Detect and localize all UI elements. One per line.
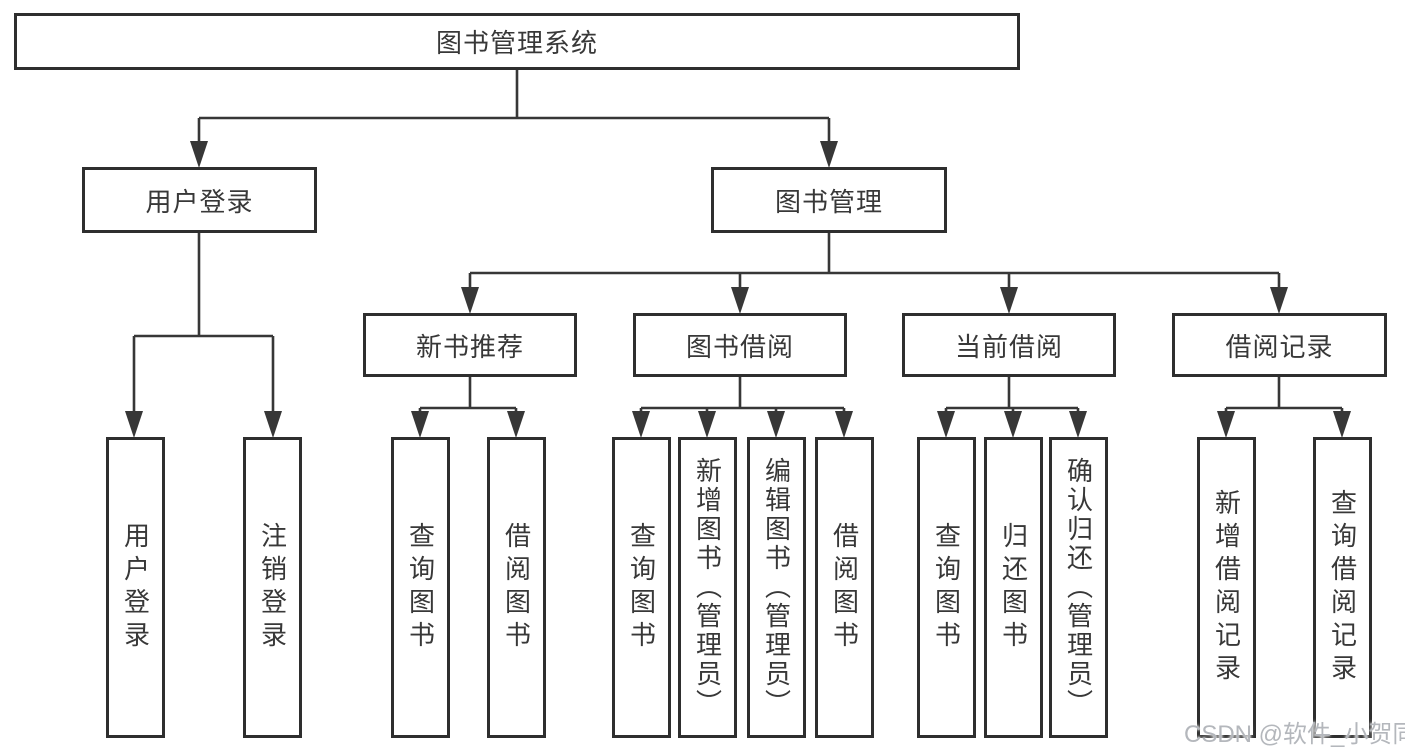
leaf-query-borrow-record: 查询借阅记录 xyxy=(1313,437,1372,738)
leaf-label: 注销登录 xyxy=(257,521,288,654)
leaf-borrow-books-recommend: 借阅图书 xyxy=(487,437,546,738)
csdn-watermark: CSDN @软件_小贺同学 xyxy=(1184,721,1405,747)
leaf-edit-books-admin: 编辑图书（管理员） xyxy=(747,437,806,738)
leaf-label: 查询借阅记录 xyxy=(1327,488,1358,687)
leaf-confirm-return-admin: 确认归还（管理员） xyxy=(1049,437,1108,738)
node-book-management: 图书管理 xyxy=(711,167,947,233)
leaf-label: 查询图书 xyxy=(626,521,657,654)
leaf-label: 新增图书（管理员） xyxy=(692,457,723,718)
leaf-label: 查询图书 xyxy=(931,521,962,654)
leaf-logout: 注销登录 xyxy=(243,437,302,738)
leaf-query-books-borrow: 查询图书 xyxy=(612,437,671,738)
leaf-label: 借阅图书 xyxy=(501,521,532,654)
arrowheads xyxy=(125,141,1351,438)
node-borrowing-records: 借阅记录 xyxy=(1172,313,1387,377)
node-current-borrowing: 当前借阅 xyxy=(902,313,1116,377)
leaf-add-books-admin: 新增图书（管理员） xyxy=(678,437,737,738)
leaf-query-books-current: 查询图书 xyxy=(917,437,976,738)
leaf-user-login: 用户登录 xyxy=(106,437,165,738)
leaf-label: 确认归还（管理员） xyxy=(1063,457,1094,718)
leaf-return-books: 归还图书 xyxy=(984,437,1043,738)
leaf-label: 用户登录 xyxy=(120,521,151,654)
leaf-add-borrow-record: 新增借阅记录 xyxy=(1197,437,1256,738)
leaf-query-books-recommend: 查询图书 xyxy=(391,437,450,738)
leaf-label: 归还图书 xyxy=(998,521,1029,654)
leaf-label: 借阅图书 xyxy=(829,521,860,654)
node-library-management-system: 图书管理系统 xyxy=(14,13,1020,70)
leaf-borrow-books: 借阅图书 xyxy=(815,437,874,738)
leaf-label: 查询图书 xyxy=(405,521,436,654)
leaf-label: 新增借阅记录 xyxy=(1211,488,1242,687)
node-new-book-recommendation: 新书推荐 xyxy=(363,313,577,377)
node-user-login: 用户登录 xyxy=(82,167,317,233)
leaf-label: 编辑图书（管理员） xyxy=(761,457,792,718)
node-book-borrowing: 图书借阅 xyxy=(633,313,847,377)
